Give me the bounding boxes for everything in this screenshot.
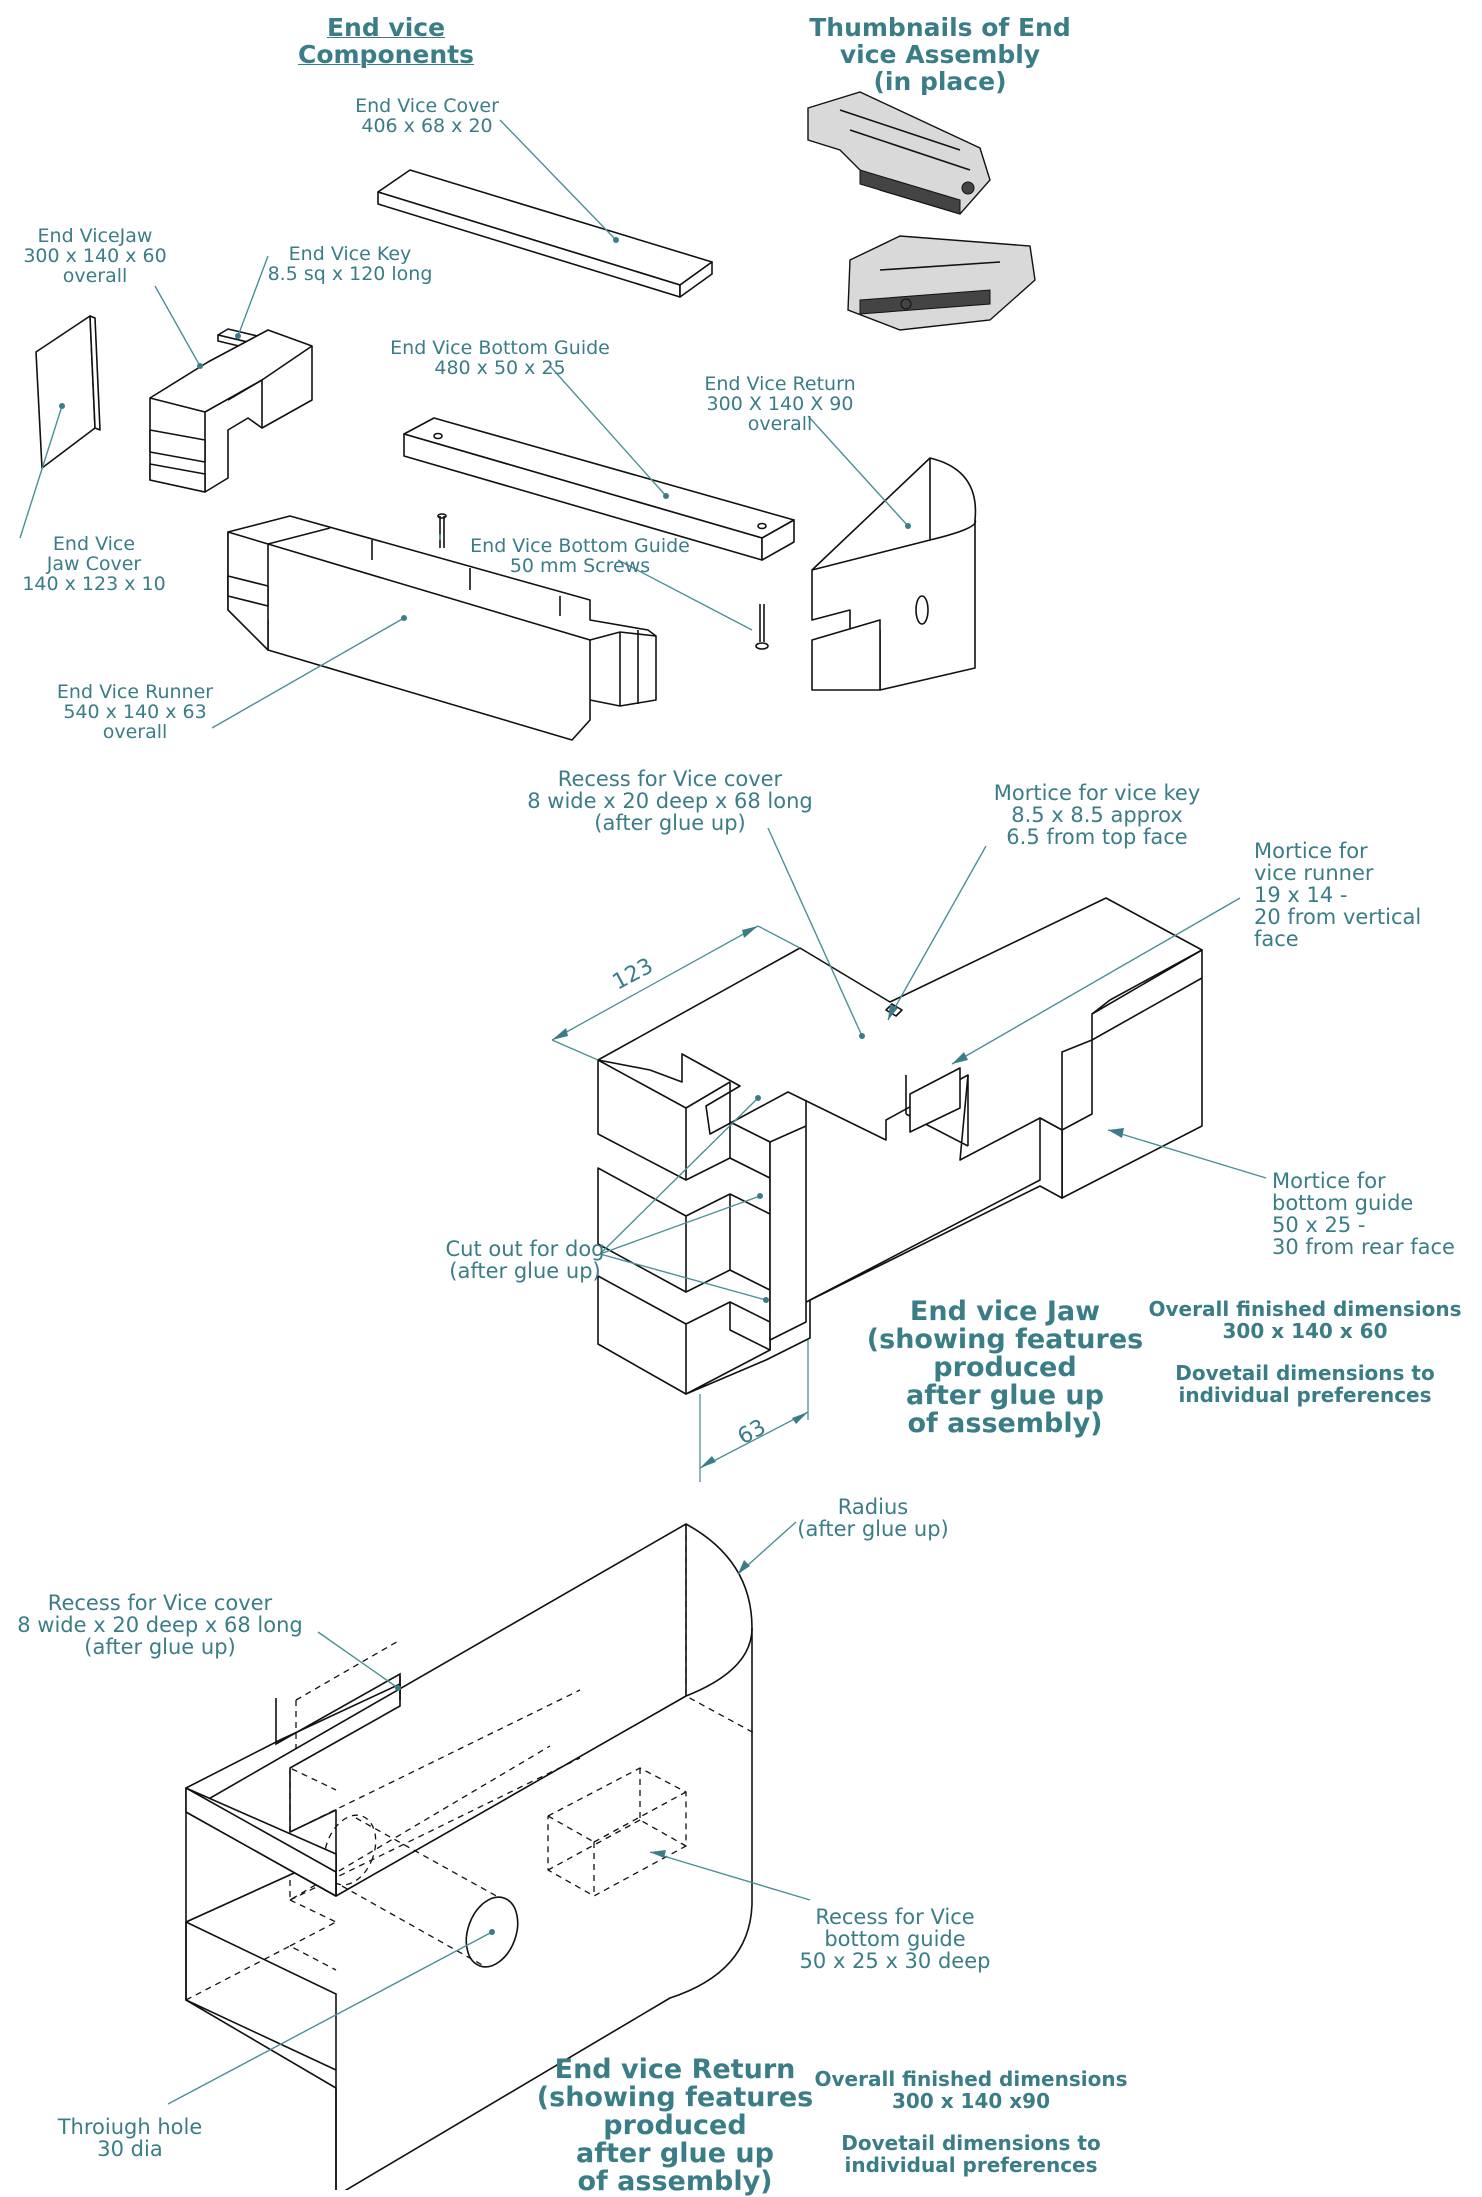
end-vice-runner-part xyxy=(227,515,657,741)
jaw-cover-label: End Vice Jaw Cover 140 x 123 x 10 xyxy=(22,533,166,595)
thumbnails-header: Thumbnails of End vice Assembly (in plac… xyxy=(809,13,1071,96)
mortice-runner-label: Mortice for vice runner 19 x 14 - 20 fro… xyxy=(1254,839,1422,951)
screws-part xyxy=(437,513,769,650)
assembly-thumbnail-2 xyxy=(847,235,1036,331)
dog-cutout-label: Cut out for dog (after glue up) xyxy=(445,1237,605,1283)
jaw-label: End ViceJaw 300 x 140 x 60 overall xyxy=(23,225,167,287)
end-vice-return-part xyxy=(811,457,977,691)
jaw-title: End vice Jaw (showing features produced … xyxy=(866,1296,1144,1439)
jaw-overall-dims: Overall finished dimensions 300 x 140 x … xyxy=(1148,1297,1462,1343)
bottom-guide-label: End Vice Bottom Guide 480 x 50 x 25 xyxy=(390,337,610,379)
return-overall-dims: Overall finished dimensions 300 x 140 x9… xyxy=(814,2067,1128,2113)
mortice-guide-label: Mortice for bottom guide 50 x 25 - 30 fr… xyxy=(1272,1169,1455,1259)
bottom-guide-part xyxy=(403,417,795,561)
return-recess-label: Recess for Vice cover 8 wide x 20 deep x… xyxy=(17,1591,303,1659)
return-title: End vice Return (showing features produc… xyxy=(536,2054,814,2197)
return-detail-drawing xyxy=(185,1523,757,2190)
return-label: End Vice Return 300 X 140 X 90 overall xyxy=(704,373,856,435)
jaw-detail-drawing xyxy=(597,897,1203,1395)
key-label: End Vice Key 8.5 sq x 120 long xyxy=(267,243,433,285)
jaw-recess-label: Recess for Vice cover 8 wide x 20 deep x… xyxy=(527,767,813,835)
runner-label: End Vice Runner 540 x 140 x 63 overall xyxy=(56,681,214,743)
recess-guide-label: Recess for Vice bottom guide 50 x 25 x 3… xyxy=(799,1905,991,1973)
hole-label: Throiugh hole 30 dia xyxy=(57,2115,203,2161)
radius-label: Radius (after glue up) xyxy=(797,1495,949,1541)
return-dovetail-note: Dovetail dimensions to individual prefer… xyxy=(841,2131,1101,2177)
components-header: End vice Components xyxy=(297,13,475,69)
screws-label: End Vice Bottom Guide 50 mm Screws xyxy=(470,535,690,577)
jaw-dovetail-note: Dovetail dimensions to individual prefer… xyxy=(1175,1361,1435,1407)
end-vice-jaw-part xyxy=(149,329,313,493)
end-vice-cover-part xyxy=(377,169,713,298)
jaw-cover-part xyxy=(35,315,101,469)
cover-label: End Vice Cover 406 x 68 x 20 xyxy=(355,95,499,137)
assembly-thumbnail-1 xyxy=(807,91,991,215)
mortice-key-label: Mortice for vice key 8.5 x 8.5 approx 6.… xyxy=(993,781,1201,849)
